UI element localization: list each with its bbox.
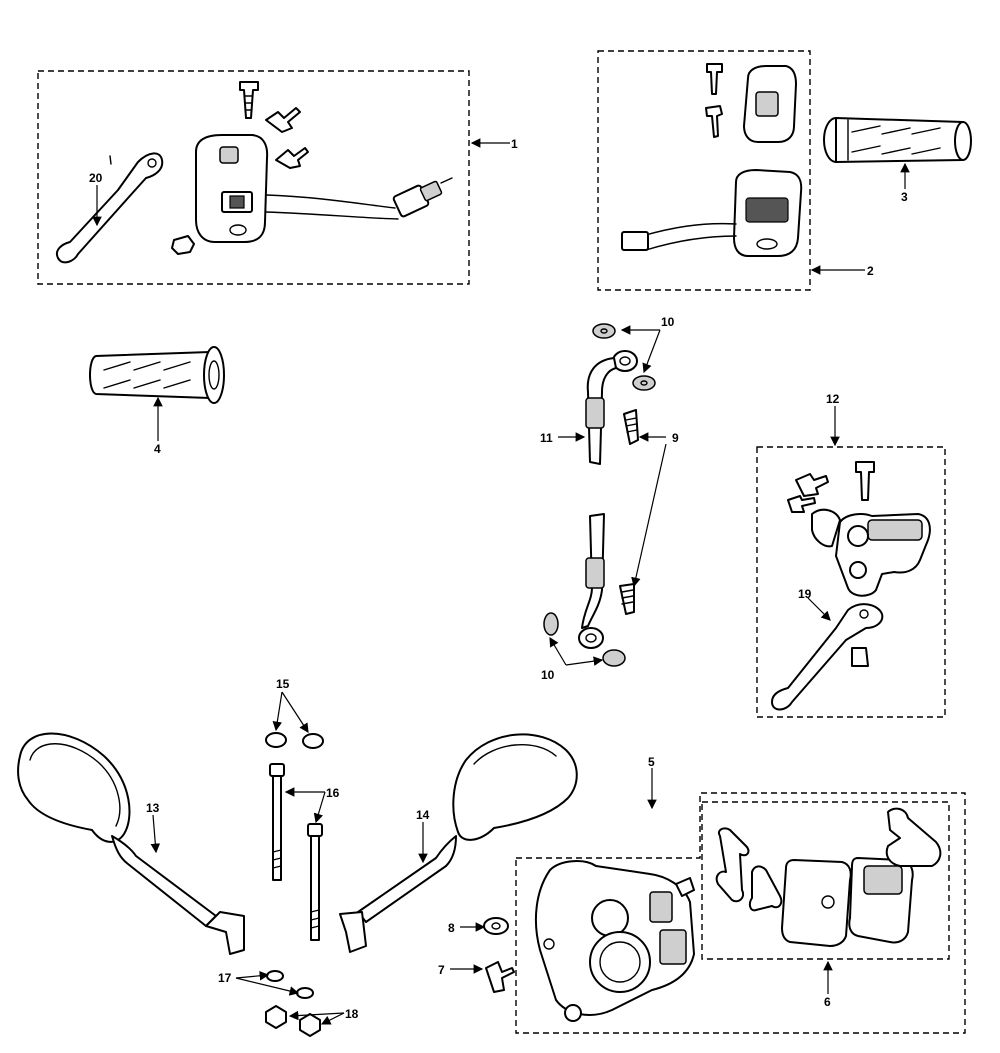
callout-14: 14 <box>416 808 430 822</box>
brake-caliper <box>483 860 695 1022</box>
brake-lever-right <box>771 603 884 711</box>
brake-lever-left <box>56 152 164 264</box>
brake-hose <box>543 323 656 667</box>
handlebar-grip-left <box>89 346 225 404</box>
callout-2: 2 <box>867 264 874 278</box>
callout-5: 5 <box>648 755 655 769</box>
brake-pad-set <box>715 807 942 947</box>
mirror-left <box>17 732 245 955</box>
group-box-brake-pads <box>701 801 950 960</box>
callout-labels: 1 2 3 4 5 6 7 8 9 10 10 11 12 13 14 15 1… <box>89 137 908 1021</box>
group-box-left-switch <box>37 70 470 285</box>
washers-and-nuts <box>265 970 321 1037</box>
callout-16: 16 <box>326 786 340 800</box>
callout-13: 13 <box>146 801 160 815</box>
brake-master-cylinder <box>787 461 931 667</box>
callout-8: 8 <box>448 921 455 935</box>
callout-10-bottom: 10 <box>541 668 555 682</box>
handlebar-switch-right <box>621 63 803 257</box>
callout-7: 7 <box>438 963 445 977</box>
group-box-caliper <box>515 792 966 1034</box>
callout-6: 6 <box>824 995 831 1009</box>
callout-9: 9 <box>672 431 679 445</box>
mirror-bolts <box>265 732 324 941</box>
group-box-right-switch <box>597 50 811 291</box>
callout-3: 3 <box>901 190 908 204</box>
callout-11: 11 <box>540 431 553 445</box>
callout-10-top: 10 <box>661 315 675 329</box>
callout-4: 4 <box>154 442 161 456</box>
leader-lines <box>92 138 910 1025</box>
handlebar-switch-left <box>195 134 453 243</box>
callout-18: 18 <box>345 1007 359 1021</box>
throttle-grip-right <box>823 117 972 163</box>
callout-19: 19 <box>798 587 812 601</box>
group-box-master-cylinder <box>756 446 946 718</box>
callout-17: 17 <box>218 971 232 985</box>
mirror-right <box>339 733 578 953</box>
callout-12: 12 <box>826 392 840 406</box>
callout-15: 15 <box>276 677 290 691</box>
callout-20: 20 <box>89 171 103 185</box>
callout-1: 1 <box>511 137 518 151</box>
switch-screws-left <box>171 81 309 255</box>
